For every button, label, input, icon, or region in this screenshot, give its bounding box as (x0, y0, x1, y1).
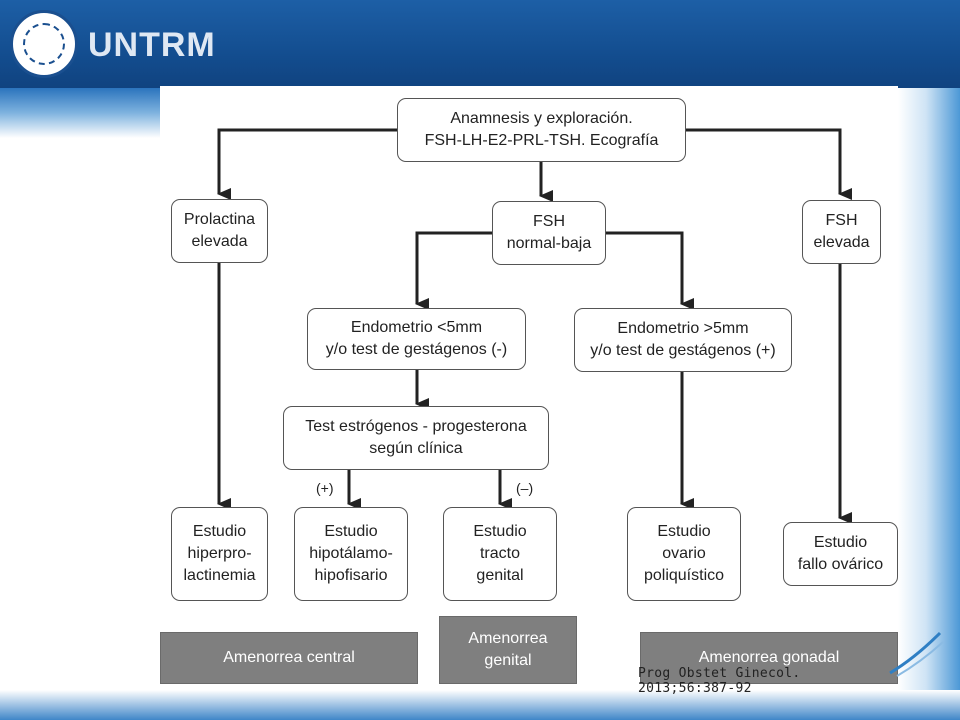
node-prolactina-line-2: elevada (191, 233, 248, 250)
sign-positive: (+) (316, 480, 334, 496)
edge-fsh-endo-menor (415, 231, 492, 310)
decorative-swoosh-icon (889, 631, 944, 677)
node-estudio-ovario: Estudio ovario poliquístico (627, 507, 741, 601)
node-endo-menor-line-2: y/o test de gestágenos (-) (325, 341, 508, 358)
node-estudio-hipotalamo: Estudio hipotálamo- hipofisario (294, 507, 408, 601)
category-central-line-1: Amenorrea central (223, 649, 355, 666)
node-tracto-line-1: Estudio (473, 523, 527, 540)
edge-root-fsh-elevada (686, 128, 852, 200)
node-fsh-normal-line-1: FSH (533, 213, 565, 230)
category-genital-line-1: Amenorrea (468, 630, 548, 647)
node-ovario-line-3: poliquístico (643, 567, 725, 584)
flowchart-figure: Anamnesis y exploración. FSH-LH-E2-PRL-T… (160, 86, 898, 696)
node-estudio-fallo: Estudio fallo ovárico (783, 522, 898, 586)
edge-root-prolactina (217, 128, 397, 200)
bottom-decorative-band (0, 690, 960, 720)
node-estudio-hiperprolactinemia: Estudio hiperpro- lactinemia (171, 507, 268, 601)
node-estudio-tracto: Estudio tracto genital (443, 507, 557, 601)
node-prolactina: Prolactina elevada (171, 199, 268, 263)
node-root: Anamnesis y exploración. FSH-LH-E2-PRL-T… (397, 98, 686, 162)
logo-text: UNTRM (88, 26, 216, 64)
node-hipot-line-3: hipofisario (314, 567, 388, 584)
node-fsh-normal: FSH normal-baja (492, 201, 606, 265)
node-test-line-1: Test estrógenos - progesterona (305, 418, 527, 435)
node-endometrio-mayor: Endometrio >5mm y/o test de gestágenos (… (574, 308, 792, 372)
category-amenorrea-central: Amenorrea central (160, 632, 418, 684)
node-hiper-line-2: hiperpro- (187, 545, 252, 562)
sign-negative: (–) (516, 480, 534, 496)
category-amenorrea-gonadal: Amenorrea gonadal (640, 632, 898, 684)
node-ovario-line-2: ovario (662, 545, 706, 562)
node-hiper-line-3: lactinemia (183, 567, 256, 584)
category-amenorrea-genital: Amenorrea genital (439, 616, 577, 684)
node-endo-mayor-line-1: Endometrio >5mm (617, 320, 749, 337)
node-fsh-elevada-line-2: elevada (813, 234, 870, 251)
node-endo-menor-line-1: Endometrio <5mm (350, 319, 483, 336)
category-genital-line-2: genital (484, 652, 532, 669)
category-gonadal-line-1: Amenorrea gonadal (698, 649, 840, 666)
node-ovario-line-1: Estudio (657, 523, 711, 540)
node-root-line-2: FSH-LH-E2-PRL-TSH. Ecografía (424, 132, 659, 149)
node-tracto-line-2: tracto (479, 545, 520, 562)
node-tracto-line-3: genital (476, 567, 524, 584)
node-root-line-1: Anamnesis y exploración. (450, 110, 633, 127)
node-fallo-line-1: Estudio (813, 534, 868, 551)
node-fsh-elevada-line-1: FSH (825, 212, 858, 229)
right-decorative-strip (898, 88, 960, 720)
node-prolactina-line-1: Prolactina (183, 211, 256, 228)
node-fallo-line-2: fallo ovárico (797, 556, 884, 573)
header-bar (0, 0, 960, 100)
node-test-line-2: según clínica (369, 440, 463, 457)
edge-fsh-endo-mayor (606, 231, 694, 310)
node-endometrio-menor: Endometrio <5mm y/o test de gestágenos (… (307, 308, 526, 370)
node-hipot-line-1: Estudio (324, 523, 378, 540)
node-test-estrogenos: Test estrógenos - progesterona según clí… (283, 406, 549, 470)
node-fsh-elevada: FSH elevada (802, 200, 881, 264)
node-hiper-line-1: Estudio (192, 523, 247, 540)
node-endo-mayor-line-2: y/o test de gestágenos (+) (590, 342, 776, 359)
university-seal-icon (10, 10, 78, 78)
connector-lines (217, 128, 852, 524)
node-hipot-line-2: hipotálamo- (309, 545, 393, 562)
node-fsh-normal-line-2: normal-baja (506, 235, 592, 252)
citation: Prog Obstet Ginecol. 2013;56:387-92 (638, 666, 801, 696)
